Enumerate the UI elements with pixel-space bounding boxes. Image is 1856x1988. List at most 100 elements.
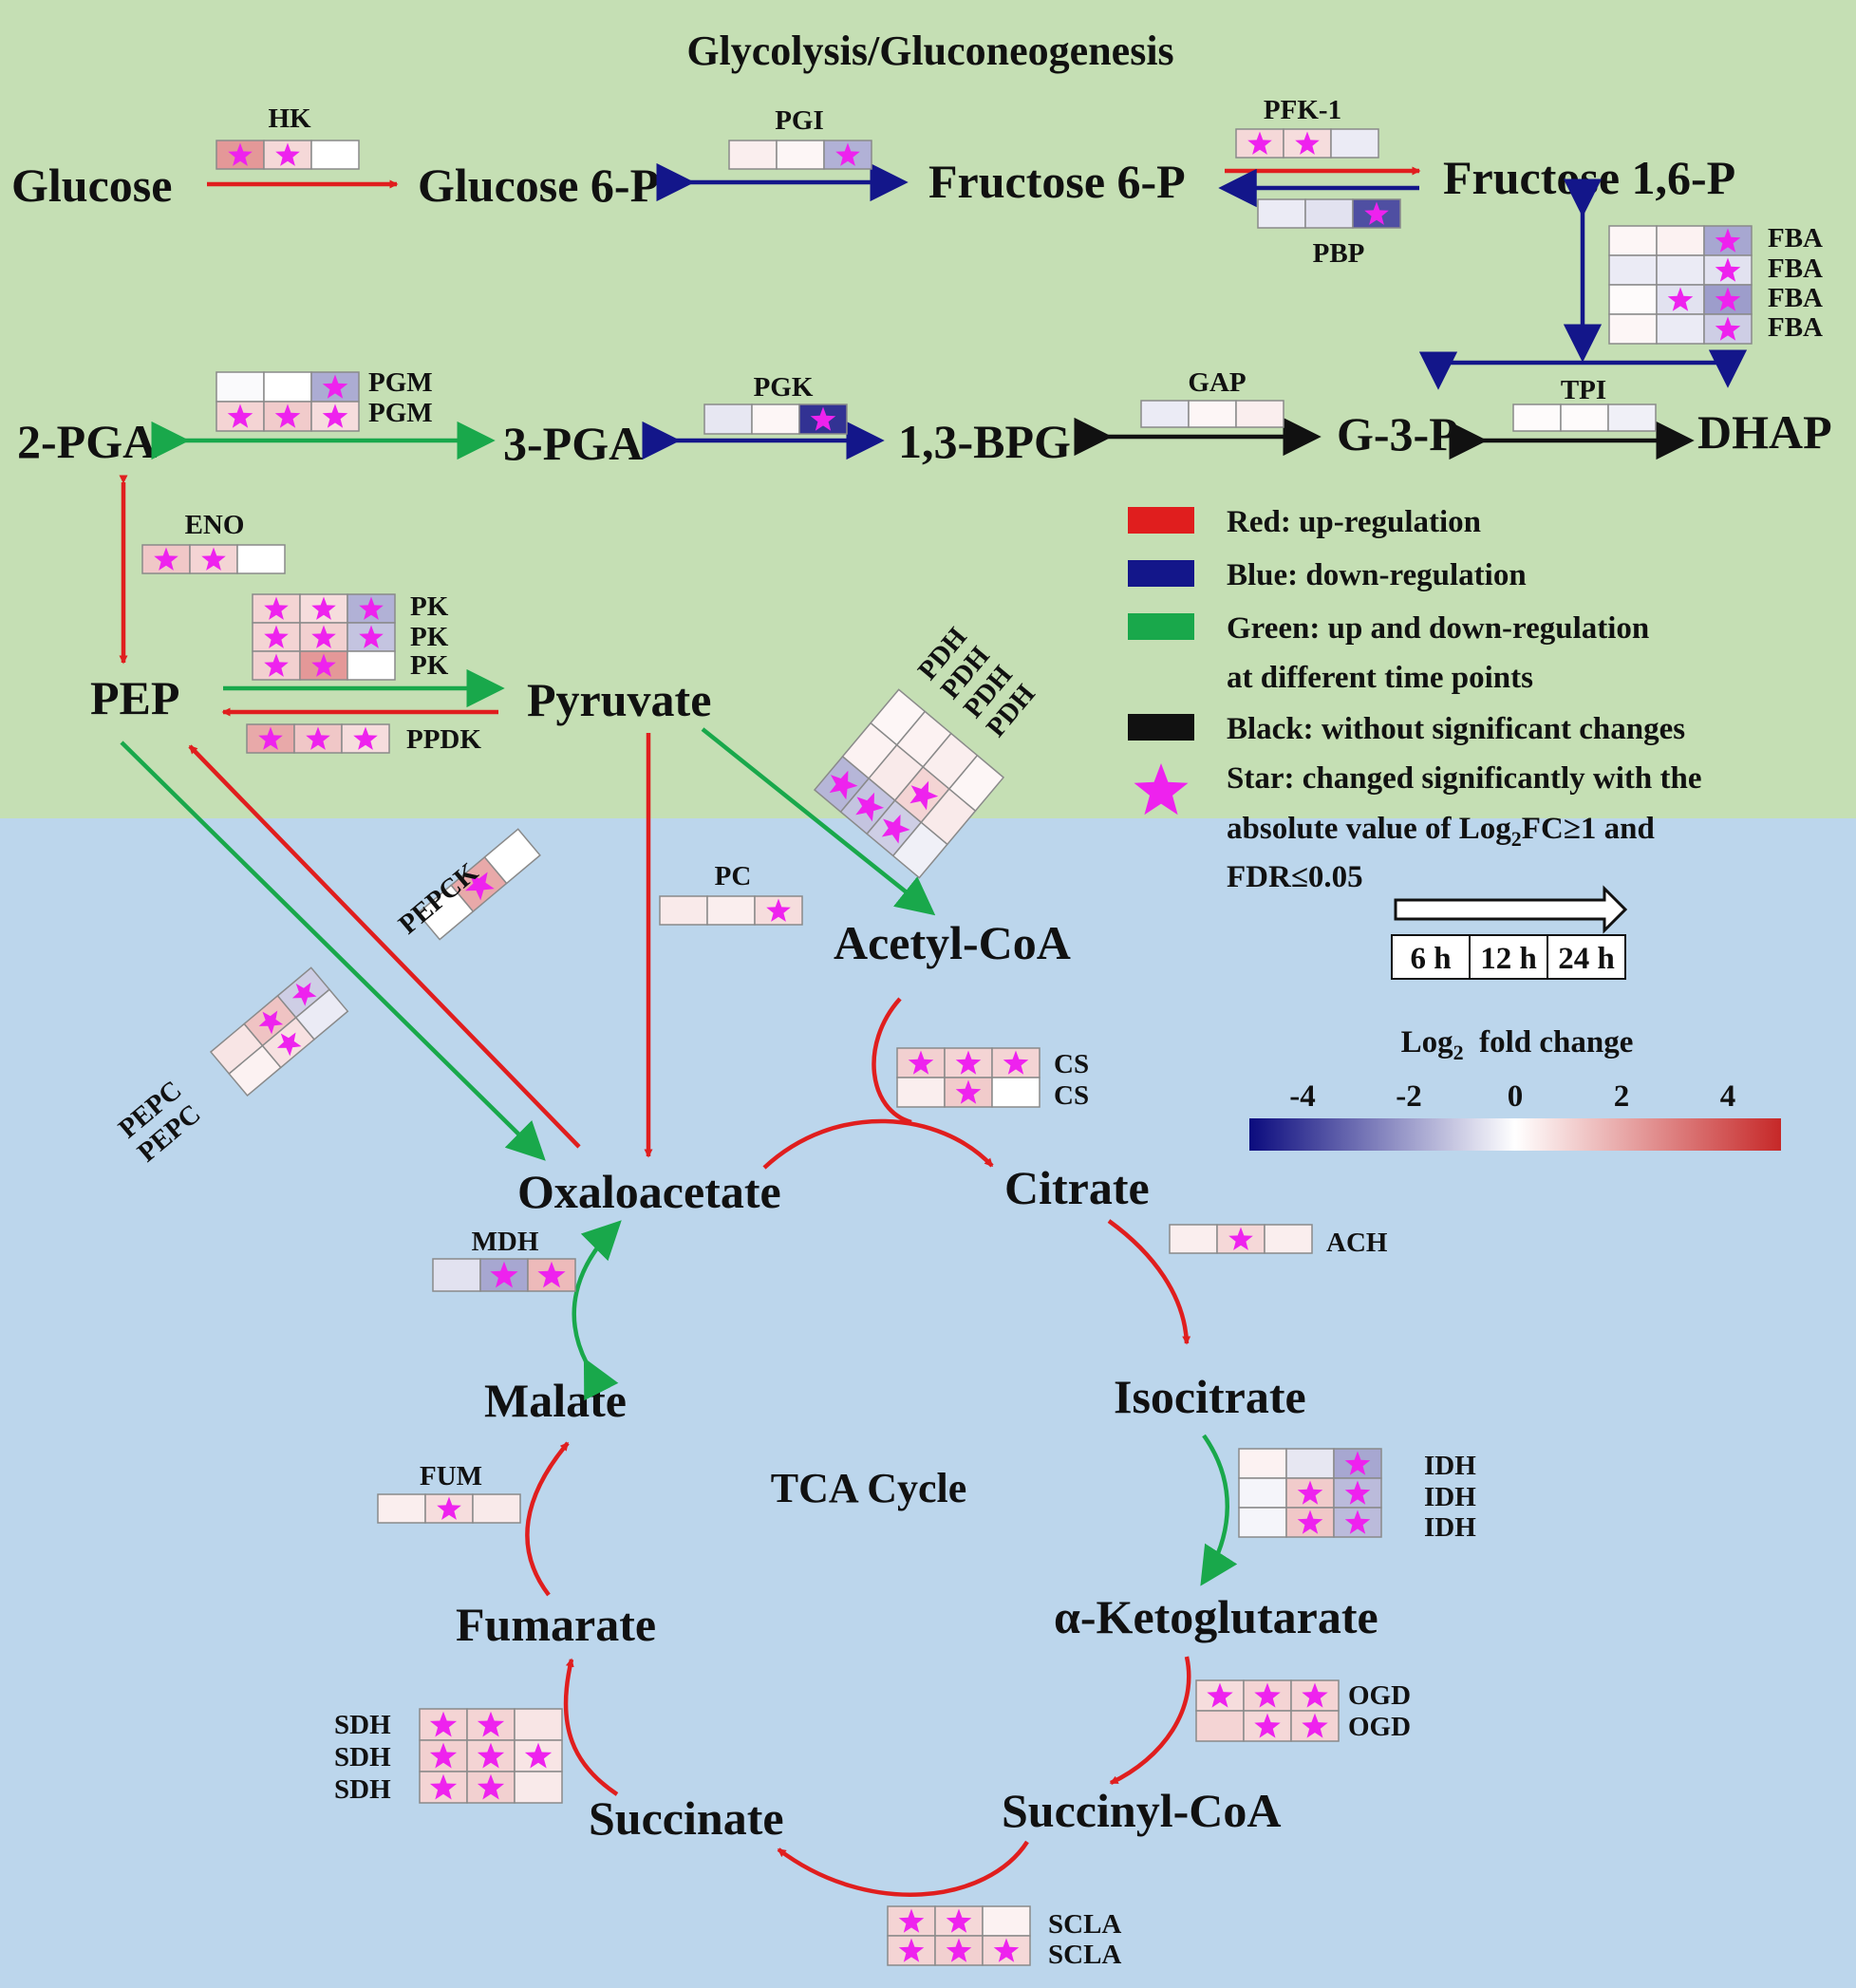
legend-star-text-1: Star: changed significantly with the [1227,761,1702,796]
heatmap-eno [141,544,286,574]
metabolite-oxaloacetate: Oxaloacetate [517,1165,781,1218]
heatmap-scla [887,1905,1031,1966]
heatmap-cell-fba-0-0 [1608,225,1658,256]
heatmap-cell-pgm-0-1 [263,371,312,403]
enzyme-label-idh-2: IDH [1424,1482,1476,1512]
enzyme-label-pk-1: PK [410,591,449,622]
significance-star-icon [429,1742,458,1769]
significance-star-icon [264,625,289,648]
significance-star-icon [353,726,378,750]
heatmap-pc [659,895,803,926]
significance-star-icon [1247,131,1272,155]
arrow-fumarate-to-malate [525,1441,570,1597]
significance-star-icon [154,547,178,571]
significance-star-icon [1254,1682,1281,1708]
significance-star-icon [1344,1510,1371,1534]
heatmap-pbp [1257,198,1401,229]
significance-star-icon [275,142,300,166]
significance-star-icon [274,403,301,428]
significance-star-icon [1715,228,1741,253]
enzyme-label-idh-1: IDH [1424,1451,1476,1481]
heatmap-sdh [419,1708,563,1804]
heatmap-ach [1169,1224,1313,1254]
significance-star-icon [955,1079,982,1104]
significance-star-icon [1344,1451,1371,1475]
heatmap-cell-pepck-0-2 [483,828,541,885]
significance-star-icon [1297,1480,1323,1505]
significance-star-icon [258,1010,284,1035]
heatmap-cell-ogd-1-0 [1195,1710,1245,1742]
significance-star-icon [829,770,858,800]
heatmap-cell-tpi-0-0 [1512,403,1562,432]
color-scale-title: Log2 fold change [1401,1025,1634,1064]
heatmap-pfk1 [1235,128,1379,159]
significance-star-icon [766,898,791,922]
enzyme-label-cs-1: CS [1054,1049,1089,1079]
heatmap-cell-fba-0-1 [1656,225,1705,256]
legend-swatch-blue [1128,560,1194,587]
enzyme-label-cs-2: CS [1054,1080,1089,1111]
legend-swatch-red [1128,507,1194,534]
enzyme-label-ppdk: PPDK [406,724,481,755]
heatmap-cell-hk-0-2 [310,140,360,170]
enzyme-label-hk: HK [268,103,311,134]
significance-star-icon [1344,1480,1371,1505]
significance-star-icon [524,1742,553,1769]
heatmap-cell-idh-0-0 [1238,1448,1287,1479]
time-point-12h: 12 h [1480,942,1537,976]
heatmap-fum [377,1493,521,1524]
arrow-pep-to-oxaloacetate [120,741,546,1161]
arrow-succinylcoa-to-succinate [777,1840,1029,1897]
enzyme-label-tpi: TPI [1561,375,1606,405]
significance-star-icon [359,625,384,648]
heatmap-cell-gap-0-2 [1235,400,1284,428]
significance-star-icon [955,1050,982,1075]
heatmap-cs [896,1047,1040,1108]
significance-star-icon [537,1261,566,1288]
tca-panel [0,818,1856,1988]
enzyme-label-pgm-1: PGM [368,367,433,398]
legend-star-text-2: absolute value of Log2FC≥1 and [1227,812,1655,851]
legend-swatch-green [1128,613,1194,640]
heatmap-cell-fba-3-0 [1608,313,1658,345]
arrow-pyruvate-to-acetylcoa [701,727,936,916]
legend-red-text: Red: up-regulation [1227,505,1481,539]
heatmap-cell-pfk1-0-2 [1330,128,1379,159]
tca-title: TCA Cycle [771,1465,967,1511]
significance-star-icon [908,1050,934,1075]
heatmap-cell-pgm-0-0 [216,371,265,403]
color-scale-bar [1249,1118,1781,1151]
color-scale-tick: -4 [1289,1079,1316,1114]
significance-star-icon [1302,1713,1328,1738]
heatmap-pgm [216,371,360,432]
legend-swatch-black [1128,714,1194,741]
significance-star-icon [1207,1682,1233,1708]
arrow-malate-oxaloacetate [572,1220,622,1401]
arrow-akg-to-succinylcoa [1109,1656,1191,1786]
heatmap-fba [1608,225,1753,345]
significance-star-icon [276,1032,302,1057]
time-point-key: 6 h 12 h 24 h [1391,934,1626,980]
arrow-oxaloacetate-to-pep [188,744,581,1149]
heatmap-cell-fum-0-0 [377,1493,426,1524]
significance-star-icon [946,1908,972,1933]
significance-star-icon [429,1773,458,1800]
metabolite-isocitrate: Isocitrate [1114,1370,1306,1423]
heatmap-cell-pgk-0-1 [751,403,800,435]
significance-star-icon [1715,316,1741,341]
enzyme-label-pgk: PGK [754,372,814,403]
enzyme-label-ogd-2: OGD [1348,1712,1411,1742]
significance-star-icon [835,142,860,166]
enzyme-label-scla-1: SCLA [1048,1909,1121,1940]
enzyme-label-pgm-2: PGM [368,398,433,428]
significance-star-icon [1254,1713,1281,1738]
heatmap-cell-cs-1-2 [991,1077,1040,1108]
significance-star-icon [227,403,253,428]
legend-black-text: Black: without significant changes [1227,712,1685,746]
heatmap-cell-fba-2-0 [1608,284,1658,315]
heatmap-pgi [728,140,872,170]
enzyme-label-fba-1: FBA [1768,223,1823,253]
color-scale-tick: 2 [1614,1079,1630,1114]
